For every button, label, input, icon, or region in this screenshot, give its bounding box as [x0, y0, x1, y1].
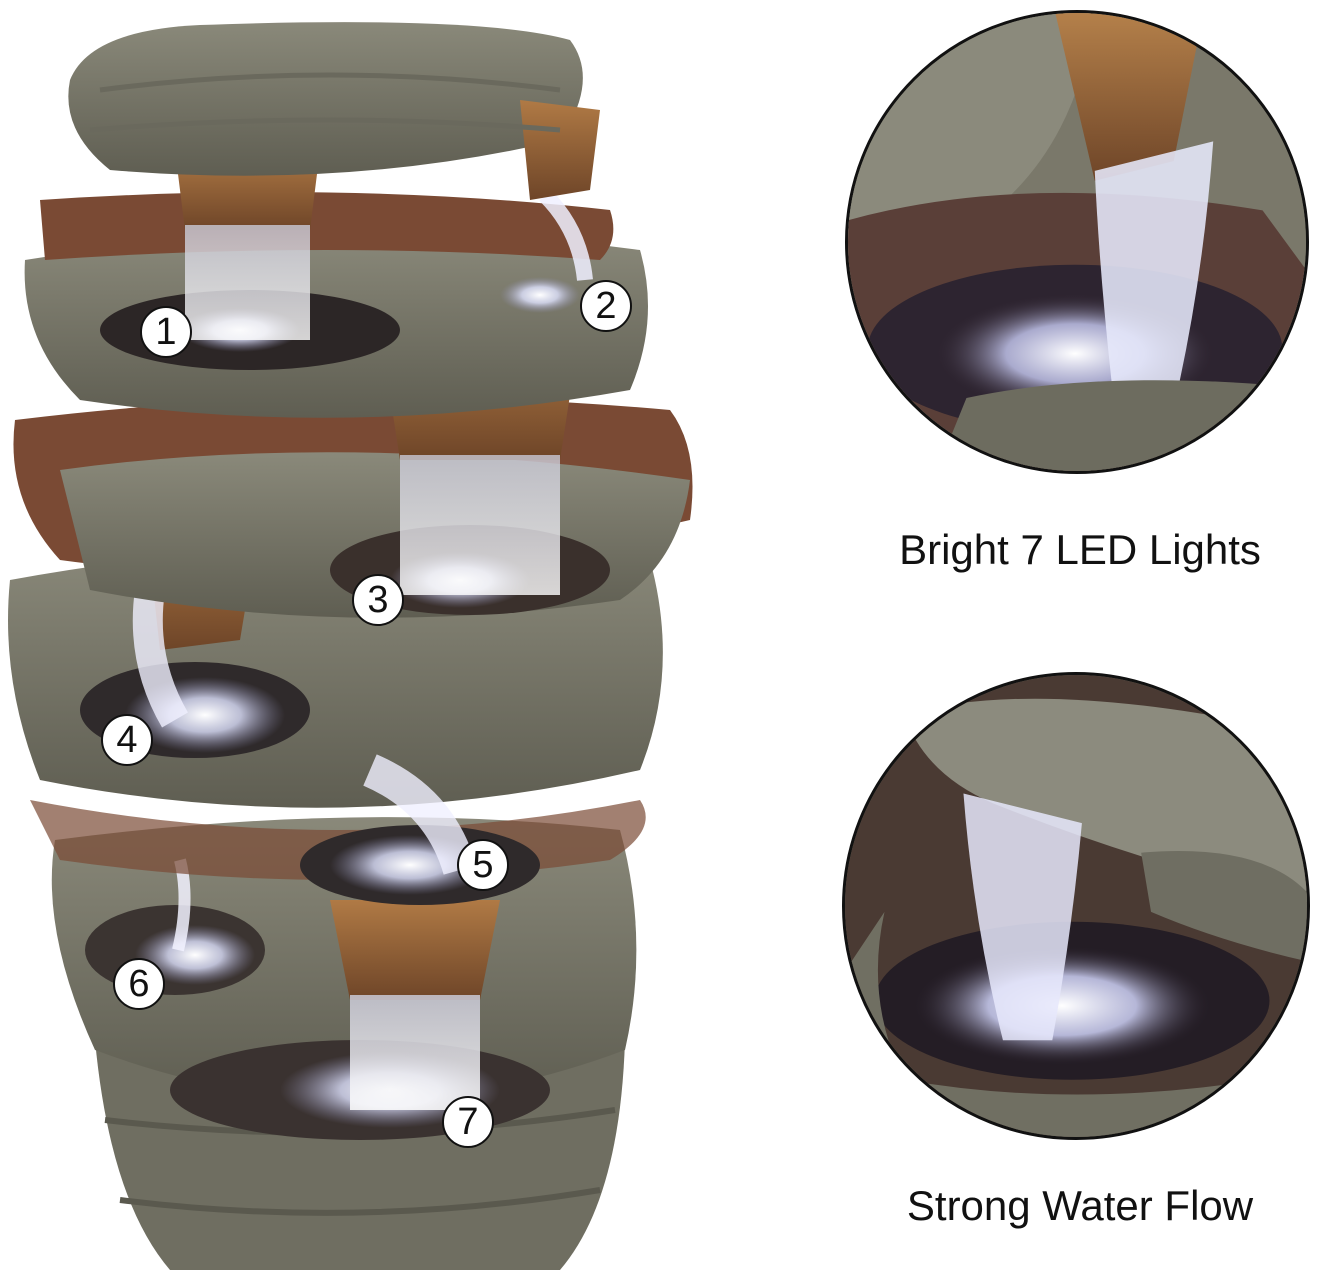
led-marker-label: 3 [367, 579, 389, 621]
led-marker-label: 5 [472, 844, 494, 886]
led-lights-detail-image [845, 10, 1309, 474]
led-marker-label: 4 [116, 719, 138, 761]
led-marker-label: 6 [128, 963, 150, 1005]
water-flow-caption: Strong Water Flow [906, 1182, 1254, 1229]
led-marker-3: 3 [352, 574, 404, 626]
led-marker-label: 1 [155, 311, 177, 353]
led-marker-5: 5 [457, 839, 509, 891]
led-marker-4: 4 [101, 714, 153, 766]
led-marker-2: 2 [580, 280, 632, 332]
water-flow-detail-image [842, 672, 1310, 1140]
led-marker-label: 7 [457, 1101, 479, 1143]
led-lights-caption: Bright 7 LED Lights [899, 526, 1261, 573]
led-marker-7: 7 [442, 1096, 494, 1148]
tiered-rock-fountain-image [8, 22, 693, 1270]
led-marker-label: 2 [595, 285, 617, 327]
led-marker-6: 6 [113, 958, 165, 1010]
led-marker-1: 1 [140, 306, 192, 358]
